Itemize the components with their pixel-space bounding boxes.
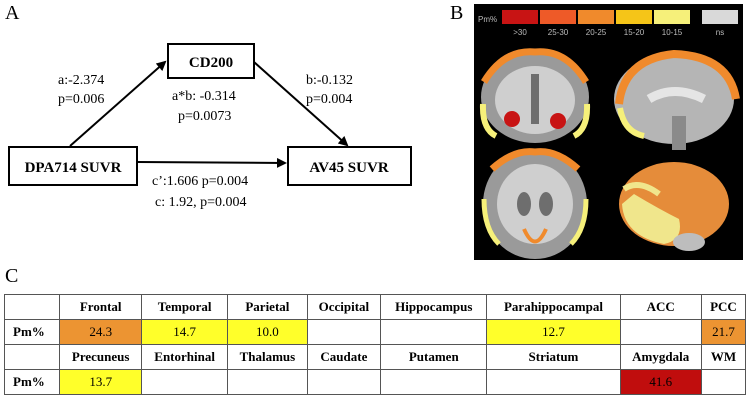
pm-value-cell	[619, 319, 702, 345]
region-header: Striatum	[486, 344, 621, 370]
region-header: PCC	[700, 294, 747, 320]
path-b-coef: b:-0.132	[306, 73, 353, 88]
legend-bin-label: ns	[716, 28, 724, 37]
region-header: Temporal	[141, 294, 229, 320]
legend-bin-label: 20-25	[586, 28, 607, 37]
indirect-coef: a*b: -0.314	[172, 89, 236, 104]
table-row: Pm%13.7 41.6	[3, 369, 747, 395]
pm-value-cell	[700, 369, 747, 395]
row-label: Pm%	[3, 369, 61, 395]
coronal-slice	[479, 48, 591, 143]
pm-value-cell	[306, 369, 382, 395]
region-header: Putamen	[380, 344, 488, 370]
brain-map-figure: Pm% >30 25-30 20-25 15-20 10-15 ns	[478, 10, 740, 259]
pm-value-cell	[380, 319, 488, 345]
outcome-label: AV45 SUVR	[309, 160, 388, 176]
table-corner-cell	[3, 344, 61, 370]
mediator-label: CD200	[189, 55, 233, 71]
row-label: Pm%	[3, 319, 61, 345]
pm-value-cell	[306, 319, 382, 345]
panel-b-label: B	[450, 2, 464, 24]
region-header: Thalamus	[227, 344, 308, 370]
legend-swatch	[616, 10, 652, 24]
pm-value-cell: 10.0	[227, 319, 308, 345]
sagittal-slice	[614, 49, 740, 150]
region-header: Amygdala	[619, 344, 702, 370]
predictor-label: DPA714 SUVR	[25, 160, 122, 176]
panel-c-label: C	[5, 265, 19, 287]
pm-value-cell	[380, 369, 488, 395]
panel-a-label: A	[5, 2, 20, 24]
pm-value-cell	[227, 369, 308, 395]
path-a-coef: a:-2.374	[58, 73, 104, 88]
pm-value-cell: 24.3	[59, 319, 143, 345]
legend-bin-label: >30	[513, 28, 527, 37]
legend-bin-label: 15-20	[624, 28, 645, 37]
pm-value-cell: 21.7	[700, 319, 747, 345]
region-header: Parietal	[227, 294, 308, 320]
legend-bin-label: 10-15	[662, 28, 683, 37]
region-header: Occipital	[306, 294, 382, 320]
region-header: Hippocampus	[380, 294, 488, 320]
mediator-box	[167, 43, 255, 79]
pm-value-cell: 14.7	[141, 319, 229, 345]
predictor-box	[8, 146, 138, 186]
region-header: Frontal	[59, 294, 143, 320]
path-c-arrow	[136, 157, 287, 168]
legend-swatch	[702, 10, 738, 24]
direct-effect: c’:1.606 p=0.004	[152, 174, 248, 189]
total-effect: c: 1.92, p=0.004	[155, 195, 247, 210]
table-corner-cell	[3, 294, 61, 320]
brain-map-panel: Pm% >30 25-30 20-25 15-20 10-15 ns	[474, 4, 743, 260]
outcome-box	[287, 146, 412, 186]
path-b-arrow	[253, 61, 349, 147]
legend-swatch	[540, 10, 576, 24]
pm-value-cell: 12.7	[486, 319, 621, 345]
pm-value-cell	[486, 369, 621, 395]
surface-render	[619, 162, 729, 251]
legend-swatch	[578, 10, 614, 24]
region-header: Precuneus	[59, 344, 143, 370]
path-a-arrow	[69, 60, 167, 147]
region-header: Entorhinal	[141, 344, 229, 370]
path-b-p: p=0.004	[306, 92, 352, 107]
region-header: Caudate	[306, 344, 382, 370]
legend-title: Pm%	[478, 15, 497, 24]
axial-slice	[481, 148, 589, 259]
pm-value-cell: 41.6	[619, 369, 702, 395]
pm-value-cell: 13.7	[59, 369, 143, 395]
region-header: WM	[700, 344, 747, 370]
legend-swatch	[502, 10, 538, 24]
region-header: ACC	[619, 294, 702, 320]
indirect-p: p=0.0073	[178, 109, 231, 124]
region-header: Parahippocampal	[486, 294, 621, 320]
legend-swatch	[654, 10, 690, 24]
mediation-diagram: CD200 DPA714 SUVR AV45 SUVR a:-2.374 p=0…	[8, 43, 412, 210]
legend-bin-label: 25-30	[548, 28, 569, 37]
path-a-p: p=0.006	[58, 92, 104, 107]
pm-value-cell	[141, 369, 229, 395]
